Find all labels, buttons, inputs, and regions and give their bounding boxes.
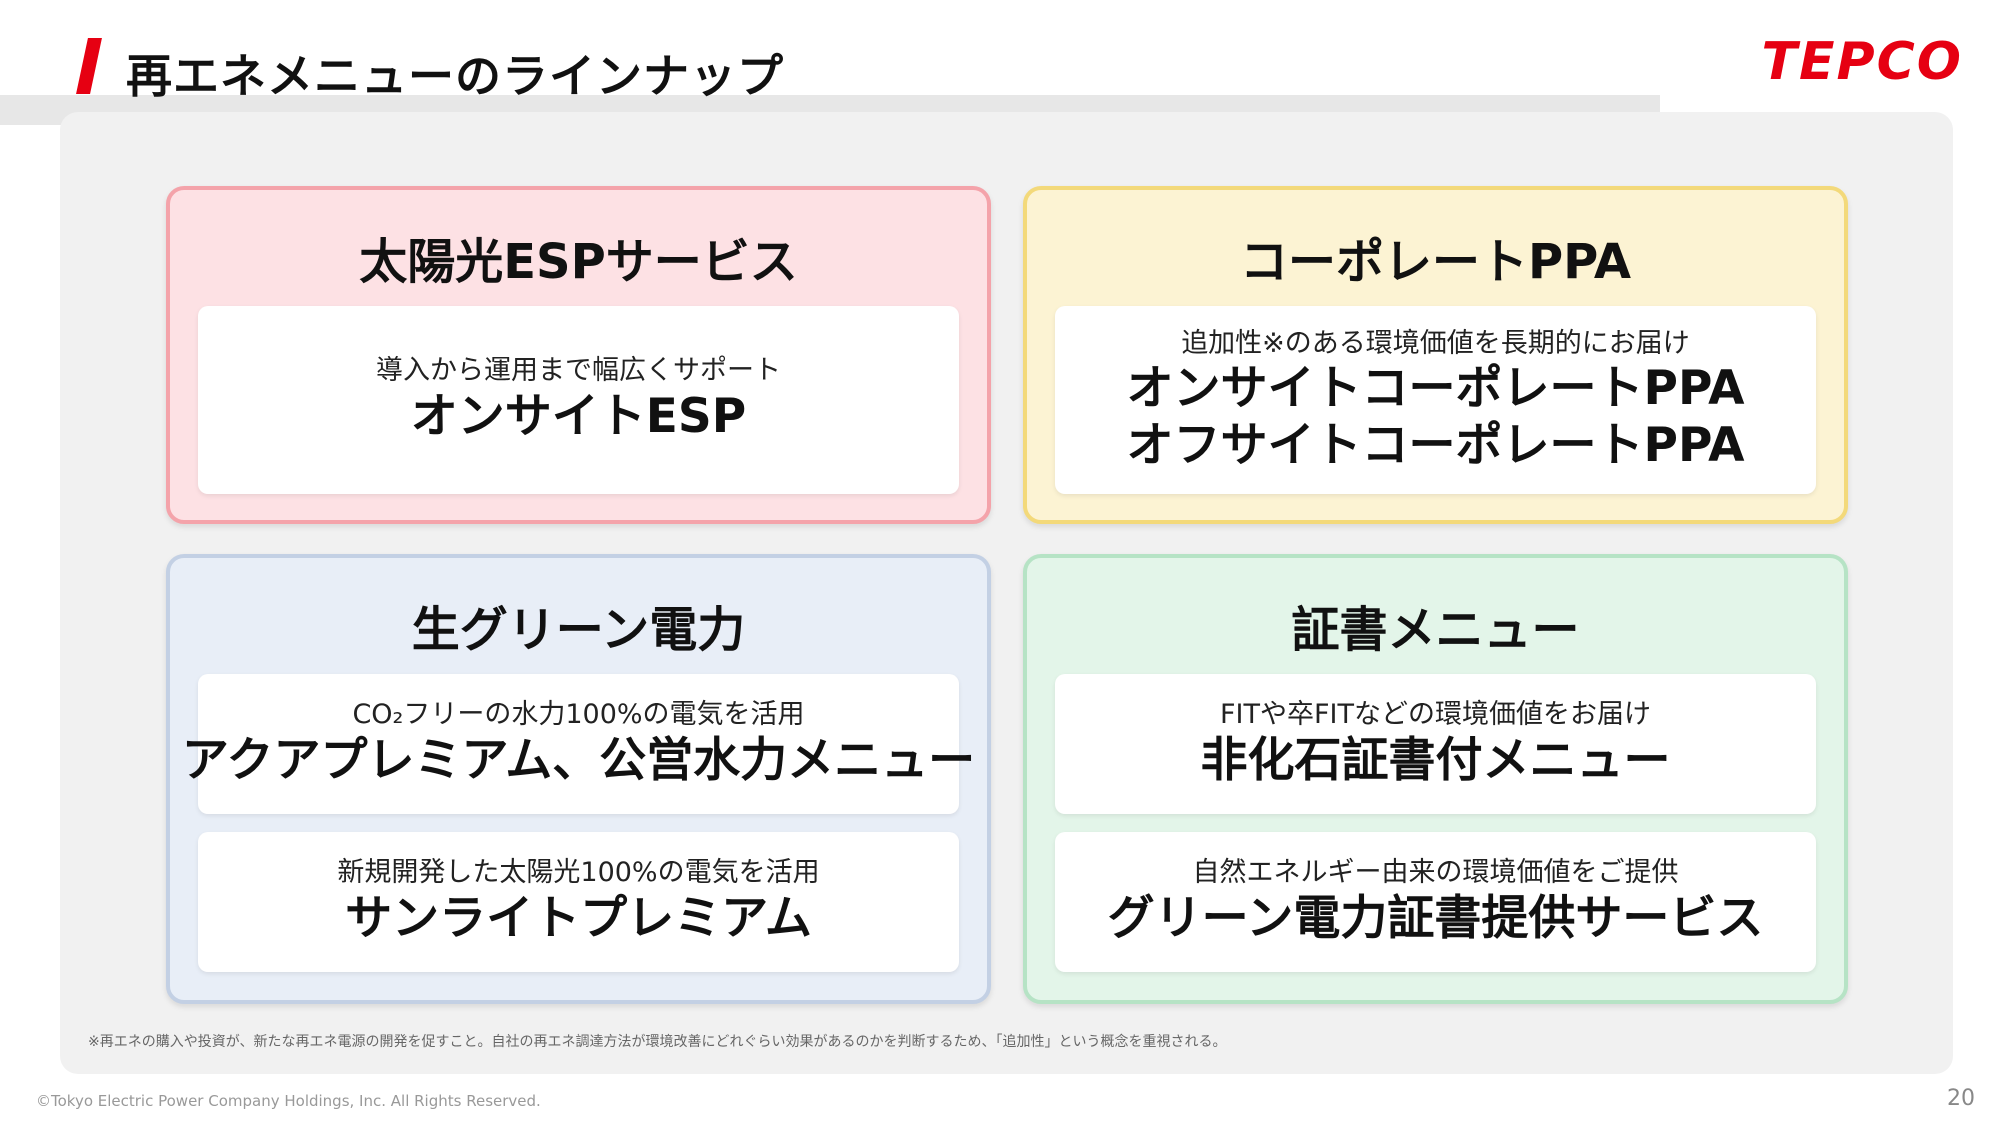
menu-description: 追加性※のある環境価値を長期的にお届け [1181, 328, 1690, 360]
tepco-logo: TEPCO [1761, 32, 1963, 92]
menu-name: サンライトプレミアム [345, 891, 812, 947]
card-title: コーポレートPPA [1239, 234, 1632, 290]
title-accent-bar [76, 38, 102, 94]
menu-box-onsite-esp: 導入から運用まで幅広くサポート オンサイトESP [198, 306, 959, 494]
card-green-power: 生グリーン電力 CO₂フリーの水力100%の電気を活用 アクアプレミアム、公営水… [166, 554, 991, 1004]
footnote: ※再エネの購入や投資が、新たな再エネ電源の開発を促すこと。自社の再エネ調達方法が… [88, 1034, 1227, 1050]
copyright: ©Tokyo Electric Power Company Holdings, … [36, 1092, 541, 1110]
card-title: 生グリーン電力 [411, 602, 746, 658]
menu-description: CO₂フリーの水力100%の電気を活用 [352, 699, 805, 731]
menu-name: オンサイトESP [410, 389, 747, 445]
menu-name-onsite-ppa: オンサイトコーポレートPPA [1126, 361, 1745, 417]
page-number: 20 [1947, 1086, 1975, 1111]
menu-description: 自然エネルギー由来の環境価値をご提供 [1192, 857, 1679, 889]
menu-box-non-fossil-certificate: FITや卒FITなどの環境価値をお届け 非化石証書付メニュー [1055, 674, 1816, 814]
card-title: 太陽光ESPサービス [359, 234, 798, 290]
card-solar-esp: 太陽光ESPサービス 導入から運用まで幅広くサポート オンサイトESP [166, 186, 991, 524]
menu-name: 非化石証書付メニュー [1200, 733, 1671, 789]
menu-description: 導入から運用まで幅広くサポート [376, 355, 781, 387]
menu-box-aqua-premium: CO₂フリーの水力100%の電気を活用 アクアプレミアム、公営水力メニュー [182, 674, 975, 814]
menu-box-sunlight-premium: 新規開発した太陽光100%の電気を活用 サンライトプレミアム [198, 832, 959, 972]
menu-box-green-power-certificate: 自然エネルギー由来の環境価値をご提供 グリーン電力証書提供サービス [1055, 832, 1816, 972]
menu-box-ppa: 追加性※のある環境価値を長期的にお届け オンサイトコーポレートPPA オフサイト… [1055, 306, 1816, 494]
menu-description: FITや卒FITなどの環境価値をお届け [1220, 699, 1651, 731]
menu-description: 新規開発した太陽光100%の電気を活用 [337, 857, 820, 889]
card-certificate-menu: 証書メニュー FITや卒FITなどの環境価値をお届け 非化石証書付メニュー 自然… [1023, 554, 1848, 1004]
card-title: 証書メニュー [1291, 602, 1580, 658]
card-corporate-ppa: コーポレートPPA 追加性※のある環境価値を長期的にお届け オンサイトコーポレー… [1023, 186, 1848, 524]
menu-name: アクアプレミアム、公営水力メニュー [181, 733, 976, 789]
page-title: 再エネメニューのラインナップ [126, 49, 784, 103]
menu-name-offsite-ppa: オフサイトコーポレートPPA [1126, 417, 1745, 473]
menu-name: グリーン電力証書提供サービス [1107, 891, 1764, 947]
